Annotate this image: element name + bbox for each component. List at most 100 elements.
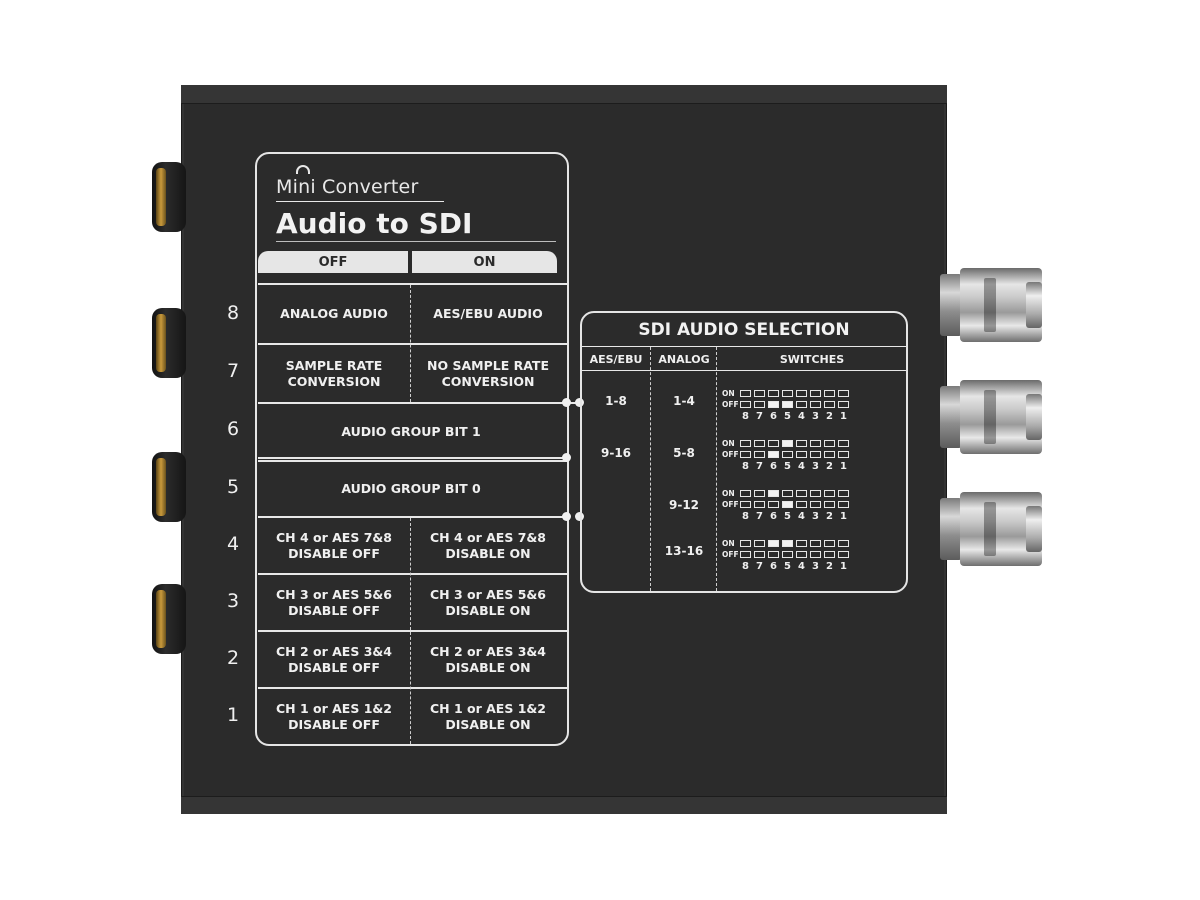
- row-1-on-label: CH 1 or AES 1&2 DISABLE ON: [429, 700, 546, 732]
- audio-jack-2[interactable]: [152, 308, 186, 378]
- dip-switch-7: [754, 451, 765, 458]
- dip-switch-5: [782, 551, 793, 558]
- audio-jack-1[interactable]: [152, 162, 186, 232]
- dip-switch-7: [754, 501, 765, 508]
- row-divider: [258, 573, 568, 575]
- dip-switch-1: [838, 490, 849, 497]
- dip-switch-1: [838, 540, 849, 547]
- row-divider: [258, 516, 568, 518]
- switch-number-label: 2: [826, 511, 833, 522]
- switch-number-label: 2: [826, 461, 833, 472]
- dip-switch-5: [782, 451, 793, 458]
- switch-number-label: 2: [826, 561, 833, 572]
- on-label: ON: [722, 439, 735, 448]
- row-7-on-label: NO SAMPLE RATE CONVERSION: [427, 357, 549, 389]
- bnc-connector-2[interactable]: [940, 380, 1042, 454]
- dip-switch-4: [796, 501, 807, 508]
- row-6-label: AUDIO GROUP BIT 1: [341, 424, 481, 439]
- dip-switch-2: [824, 540, 835, 547]
- off-label: OFF: [722, 500, 739, 509]
- on-column-header: ON: [412, 251, 557, 273]
- dip-switch-2: [824, 490, 835, 497]
- switch-off-row: [740, 551, 849, 558]
- dip-switch-1: [838, 501, 849, 508]
- audio-jack-4[interactable]: [152, 584, 186, 654]
- analog-range-1: 1-4: [673, 394, 695, 408]
- dip-switch-4: [796, 451, 807, 458]
- dip-switch-8: [740, 390, 751, 397]
- switch-number-label: 3: [812, 411, 819, 422]
- switch-number-label: 1: [840, 461, 847, 472]
- aes-range-1: 1-8: [605, 394, 627, 408]
- analog-range-3: 9-12: [668, 498, 700, 512]
- switch-number-label: 4: [798, 511, 805, 522]
- bnc-connector-3[interactable]: [940, 492, 1042, 566]
- switch-number-label: 1: [840, 411, 847, 422]
- row-divider: [258, 460, 568, 462]
- analog-column-header: ANALOG: [658, 353, 710, 366]
- switch-on-row: [740, 490, 849, 497]
- audio-jack-3[interactable]: [152, 452, 186, 522]
- switch-number-label: 7: [756, 561, 763, 572]
- dip-switch-6: [768, 551, 779, 558]
- dip-switch-7: [754, 440, 765, 447]
- connector-dot: [562, 398, 571, 407]
- dip-switch-7: [754, 490, 765, 497]
- row-2-off-label: CH 2 or AES 3&4 DISABLE OFF: [275, 643, 392, 675]
- dip-switch-3: [810, 501, 821, 508]
- switch-number-label: 4: [798, 411, 805, 422]
- switch-number-label: 8: [742, 461, 749, 472]
- dip-switch-7: [754, 551, 765, 558]
- dip-switch-4: [796, 390, 807, 397]
- dip-switch-2: [824, 390, 835, 397]
- bnc-connector-1[interactable]: [940, 268, 1042, 342]
- on-label: ON: [722, 489, 735, 498]
- dip-switch-4: [796, 540, 807, 547]
- dip-switch-5: [782, 390, 793, 397]
- row-7-off-label: SAMPLE RATE CONVERSION: [285, 357, 383, 389]
- dip-switch-6: [768, 490, 779, 497]
- dip-switch-1: [838, 401, 849, 408]
- switch-number-label: 8: [742, 511, 749, 522]
- connector-dot: [575, 398, 584, 407]
- dip-switch-6: [768, 401, 779, 408]
- switch-number-5: 5: [226, 476, 240, 498]
- dip-switch-5: [782, 401, 793, 408]
- sdi-column-divider: [716, 347, 717, 591]
- switch-number-1: 1: [226, 704, 240, 726]
- column-divider: [410, 518, 411, 744]
- connector-dot: [562, 453, 571, 462]
- dip-switch-8: [740, 551, 751, 558]
- switch-number-label: 8: [742, 561, 749, 572]
- aes-ebu-column-header: AES/EBU: [589, 353, 643, 366]
- switch-number-label: 6: [770, 411, 777, 422]
- switch-number-label: 1: [840, 561, 847, 572]
- brand-underline: [276, 201, 444, 202]
- switch-on-row: [740, 440, 849, 447]
- dip-switch-2: [824, 501, 835, 508]
- dip-switch-1: [838, 551, 849, 558]
- row-8-off-label: ANALOG AUDIO: [280, 306, 388, 321]
- dip-switch-4: [796, 440, 807, 447]
- sdi-title-divider: [582, 346, 906, 347]
- dip-switch-3: [810, 540, 821, 547]
- dip-switch-5: [782, 440, 793, 447]
- analog-range-4: 13-16: [664, 544, 704, 558]
- switch-number-label: 7: [756, 511, 763, 522]
- product-name: Audio to SDI: [276, 207, 473, 240]
- row-3-on-label: CH 3 or AES 5&6 DISABLE ON: [429, 586, 546, 618]
- dip-switch-4: [796, 551, 807, 558]
- switch-number-label: 6: [770, 561, 777, 572]
- brand-line: Mini Converter: [276, 176, 419, 198]
- switch-number-3: 3: [226, 590, 240, 612]
- dip-switch-3: [810, 401, 821, 408]
- chassis-top-edge: [181, 85, 947, 104]
- leader-line: [258, 457, 564, 459]
- dip-switch-3: [810, 390, 821, 397]
- row-divider: [258, 402, 568, 404]
